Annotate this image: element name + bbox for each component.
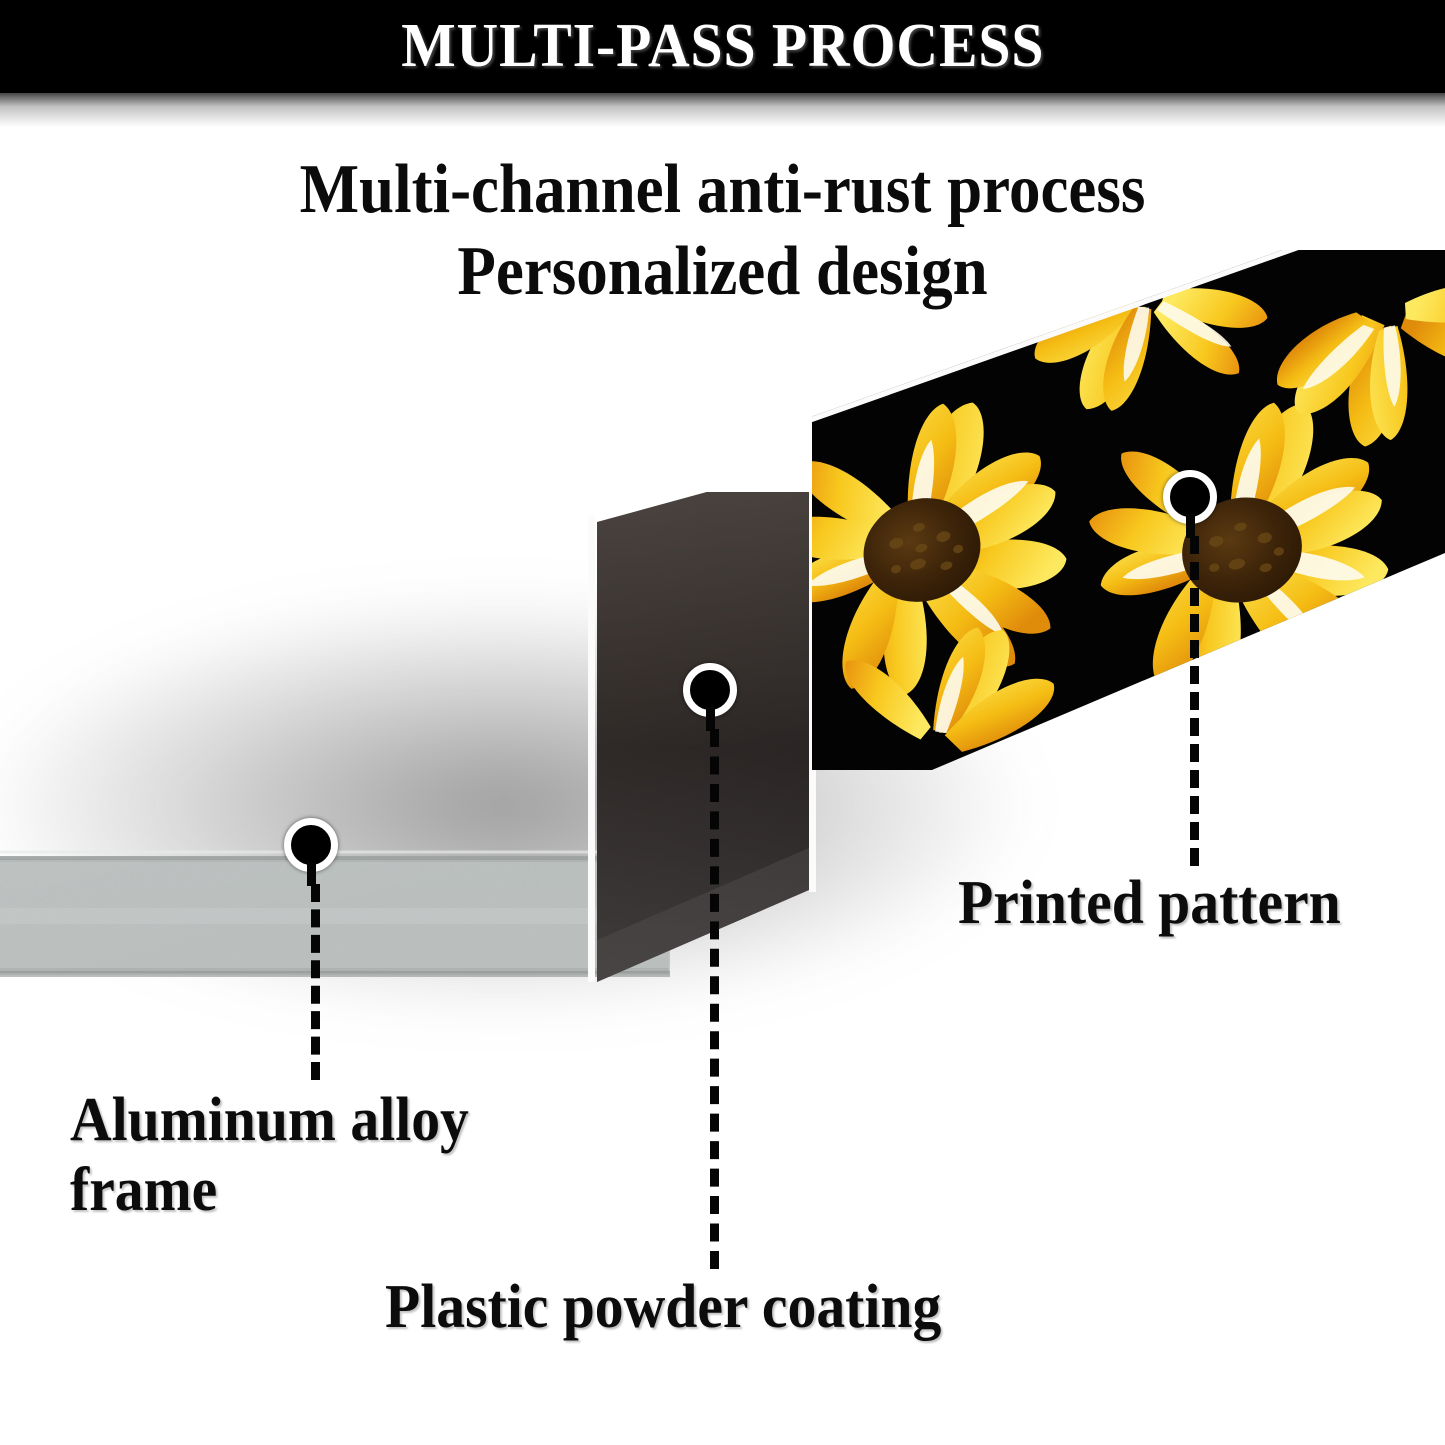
header-banner: MULTI-PASS PROCESS <box>0 0 1445 93</box>
subtitle-line-2: Personalized design <box>457 233 988 310</box>
callout-label-printed-pattern: Printed pattern <box>958 869 1341 937</box>
leader-line-coating <box>710 729 719 1269</box>
printed-pattern-layer <box>812 250 1445 890</box>
leader-stub-coating <box>706 707 715 731</box>
powder-coating-layer <box>588 462 818 982</box>
leader-stub-printed <box>1186 514 1195 538</box>
leader-line-aluminum <box>311 884 320 1080</box>
subtitle-line-1: Multi-channel anti-rust process <box>299 151 1146 228</box>
leader-stub-aluminum <box>307 862 316 886</box>
page-title: MULTI-PASS PROCESS <box>400 12 1045 80</box>
leader-line-printed <box>1190 536 1199 866</box>
product-photo <box>0 120 1445 1070</box>
callout-label-aluminum-alloy-frame: Aluminum alloy frame <box>70 1086 469 1225</box>
aluminum-alloy-layer <box>0 216 670 1046</box>
callout-label-plastic-powder-coating: Plastic powder coating <box>385 1273 942 1341</box>
